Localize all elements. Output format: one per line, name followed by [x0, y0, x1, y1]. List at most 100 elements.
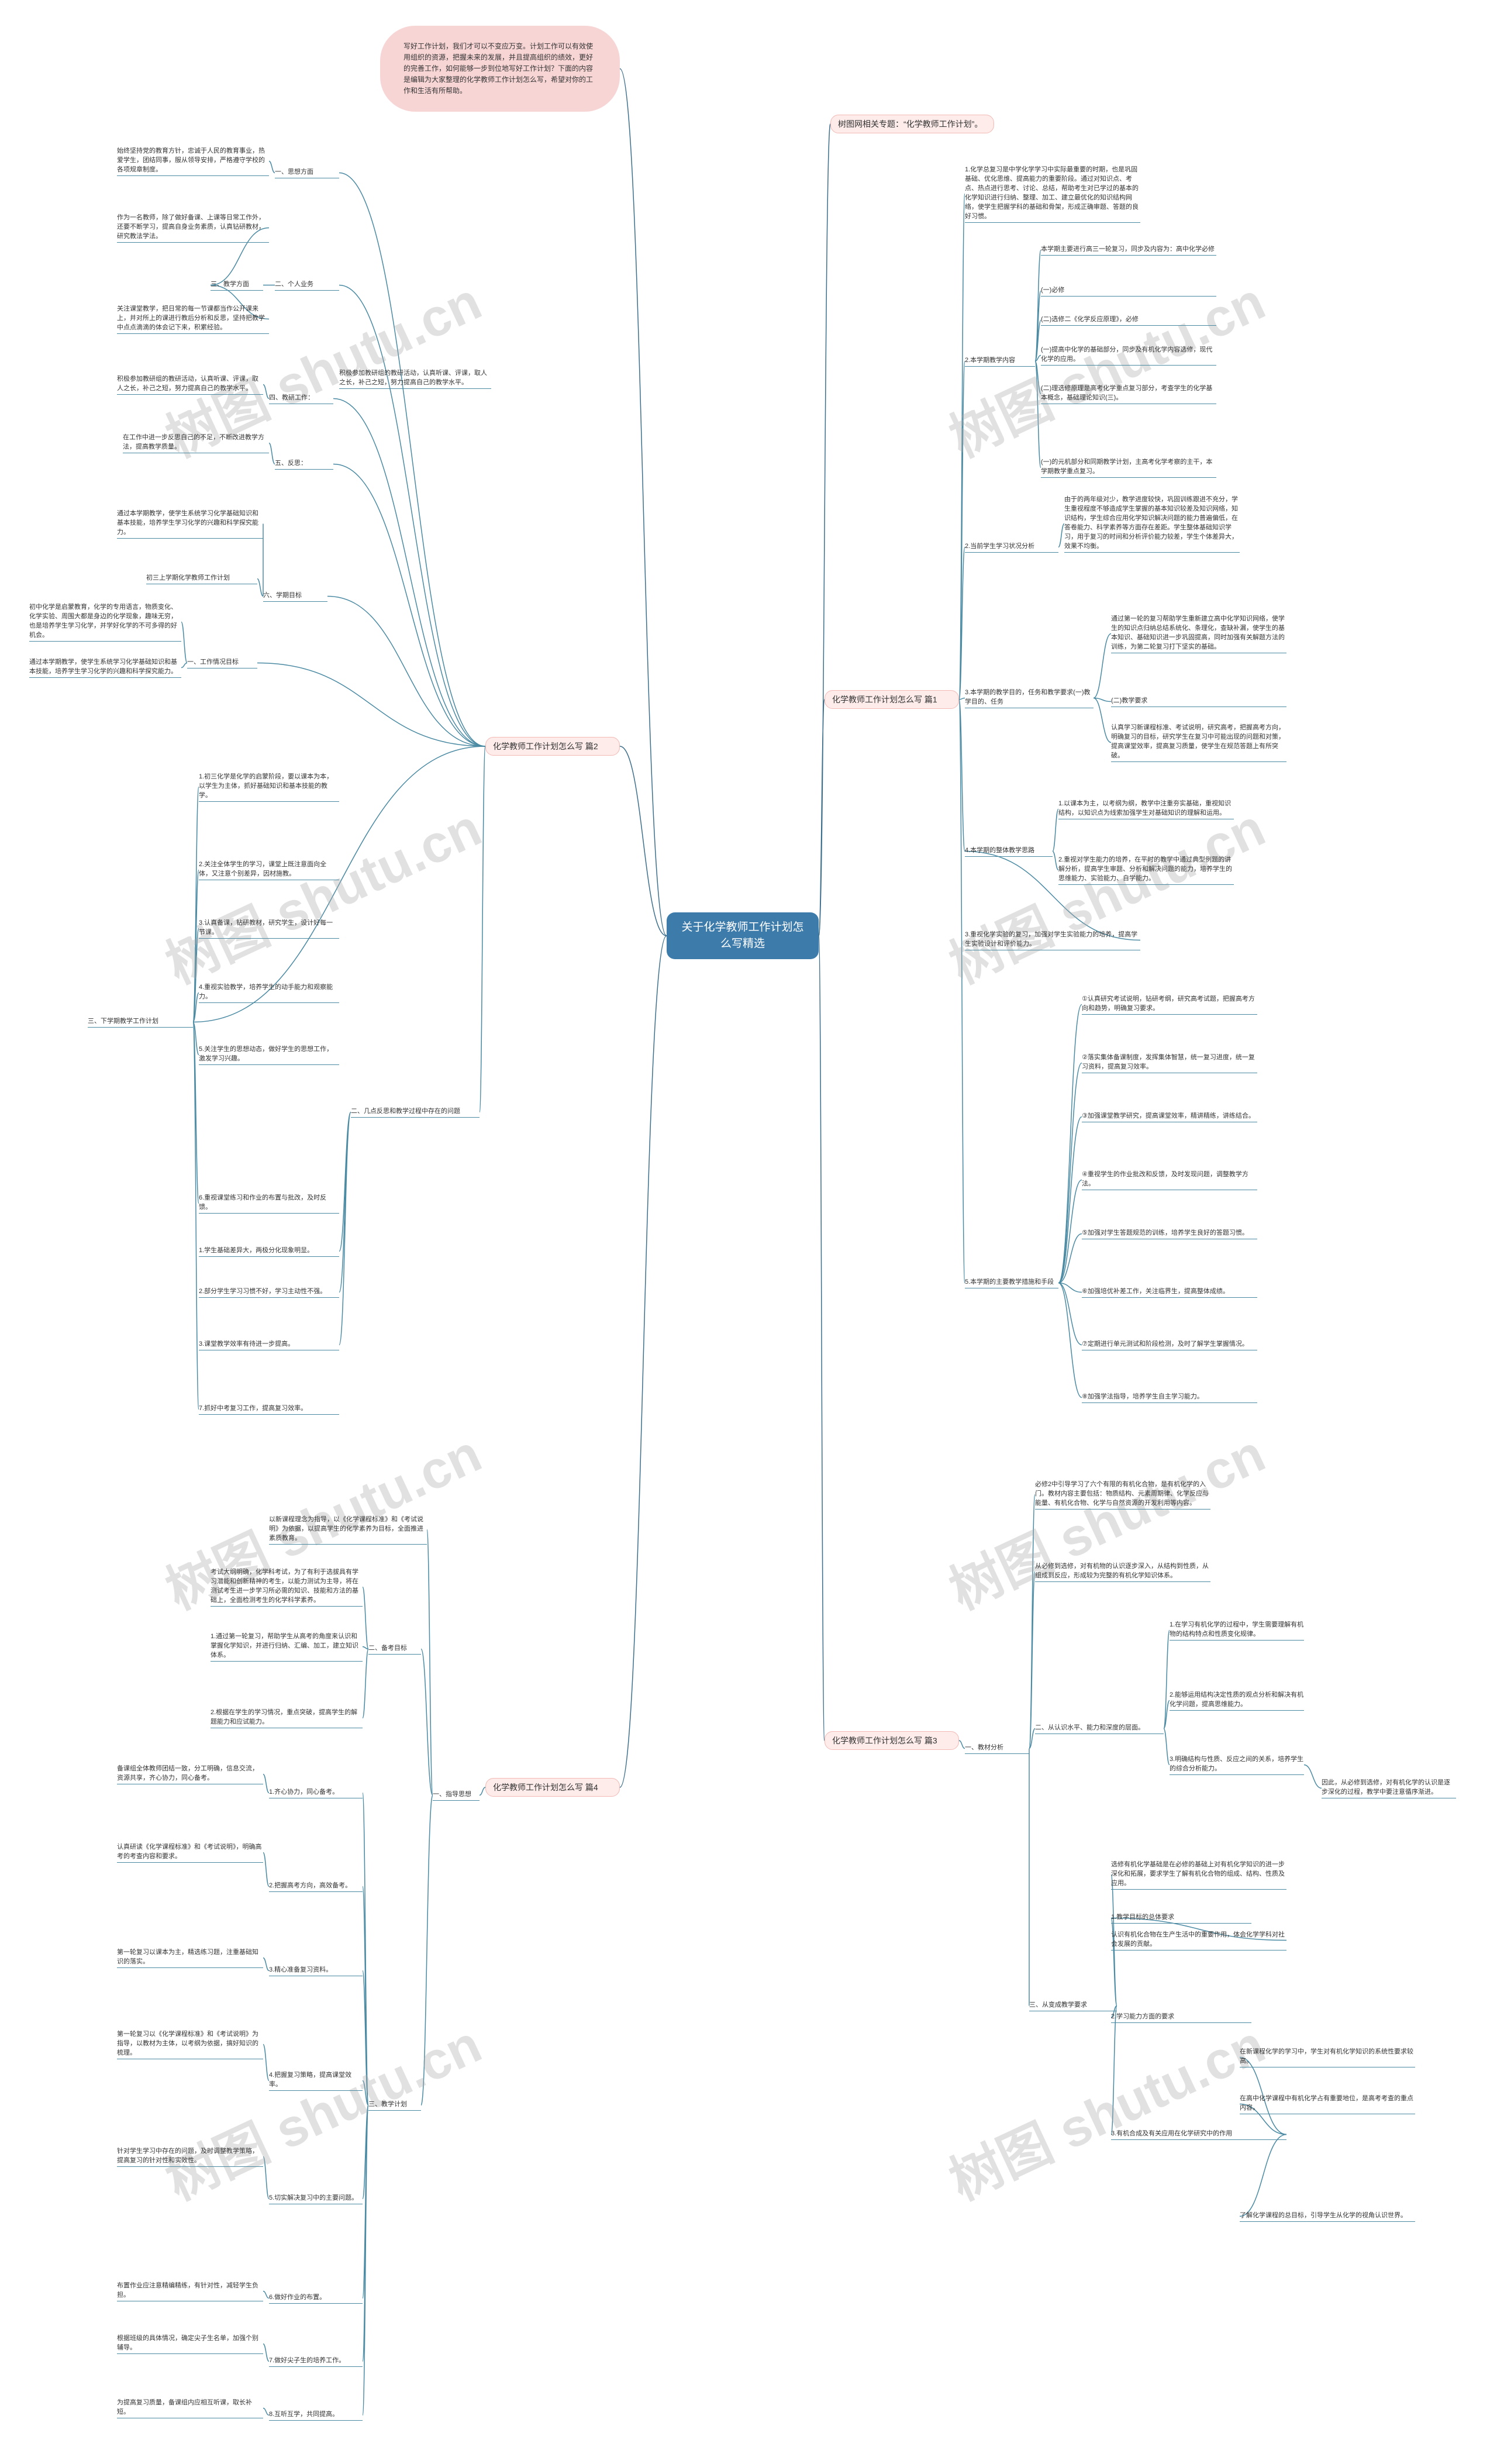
- t3-detail-item: 在高中化学课程中有机化学占有重要地位，是高考考查的重点内容。: [1240, 2094, 1415, 2114]
- connector: [958, 699, 965, 1284]
- connector: [1029, 1728, 1036, 1749]
- connector: [362, 1792, 369, 2106]
- t2-goal-label: 六、学期目标: [263, 591, 327, 602]
- connector: [958, 546, 965, 700]
- connector: [181, 662, 188, 668]
- topic-1[interactable]: 化学教师工作计划怎么写 篇1: [825, 690, 959, 709]
- topic-2[interactable]: 化学教师工作计划怎么写 篇2: [485, 737, 620, 756]
- t1-approach-item: 3.重视化学实验的复习，加强对学生实验能力的培养，提高学生实验设计和评价能力。: [965, 930, 1140, 950]
- topic-4[interactable]: 化学教师工作计划怎么写 篇4: [485, 1778, 620, 1797]
- t4-plan-text: 针对学生学习中存在的问题，及时调整教学策略，提高复习的针对性和实效性。: [117, 2146, 263, 2167]
- connector: [1058, 1282, 1082, 1346]
- t2-issues-item: 2.部分学生学习习惯不好，学习主动性不强。: [199, 1287, 339, 1298]
- t3-material-label: 一、教材分析: [965, 1743, 1029, 1754]
- t2-teaching-text: 关注课堂教学，把日常的每一节课都当作公开课来上，并对所上的课进行教后分析和反思，…: [117, 304, 269, 334]
- connector: [1239, 2103, 1287, 2135]
- connector: [1110, 1917, 1117, 2007]
- t4-target-item: 2.根据在学生的学习情况，重点突破，提高学生的解题能力和应试能力。: [211, 1708, 363, 1728]
- t4-guide-label: 一、指导思想: [433, 1790, 480, 1801]
- connector: [192, 928, 199, 1023]
- connector: [192, 1021, 199, 1410]
- t2-status-text: 初中化学是启蒙教育，化学的专用语言，物质变化、化学实验、周围大都是身边的化学现象…: [29, 602, 181, 642]
- t2-nextterm-item: 5.关注学生的思想动态，做好学生的思想工作，激发学习兴趣。: [199, 1045, 339, 1065]
- t1-approach-label: 4.本学期的整体教学思路: [965, 846, 1053, 857]
- connector: [619, 746, 667, 936]
- connector: [1058, 1233, 1082, 1284]
- t4-plan-text: 第一轮复习以课本为主，精选练习题，注重基础知识的落实。: [117, 1948, 263, 1968]
- connector: [1110, 2005, 1117, 2135]
- t3-req-text-2: 认识有机化合物在生产生活中的重要作用，体会化学学科对社会发展的贡献。: [1111, 1930, 1286, 1950]
- connector: [479, 1787, 486, 1796]
- t1-goals-label: 3.本学期的教学目的，任务和教学要求(一)教学目的、任务: [965, 688, 1094, 708]
- connector: [263, 2156, 270, 2200]
- t2-nextterm-label: 三、下学期教学工作计划: [88, 1016, 193, 1028]
- connector: [339, 172, 486, 747]
- t4-plan-text: 布置作业应注意精编精练，有针对性，减轻学生负担。: [117, 2281, 263, 2301]
- connector: [1034, 360, 1041, 468]
- t2-personal-text: 作为一名教师，除了做好备课、上课等日常工作外，还要不断学习，提高自身业务素质，认…: [117, 213, 269, 243]
- connector: [1239, 2056, 1287, 2135]
- connector: [192, 1021, 199, 1204]
- t1-overview: 1.化学总复习是中学化学学习中实际最重要的时期，也是巩固基础、优化思维、提高能力…: [965, 165, 1140, 223]
- connector: [362, 2104, 369, 2416]
- connector: [192, 746, 486, 1023]
- connector: [420, 1794, 433, 2106]
- connector: [333, 463, 486, 747]
- topic-3[interactable]: 化学教师工作计划怎么写 篇3: [825, 1731, 959, 1750]
- connector: [1029, 1494, 1036, 1749]
- t1-measure-item: ⑧加强学法指导，培养学生自主学习能力。: [1082, 1392, 1257, 1403]
- t1-content-item: (一)的元机部分和同期教学计划，主高考化学考察的主干，本学期教学重点复习。: [1041, 457, 1216, 478]
- t3-level-item: 1.在学习有机化学的过程中，学生需要理解有机物的结构特点和性质变化规律。: [1170, 1620, 1304, 1641]
- connector: [619, 68, 667, 936]
- t2-status-text-2: 通过本学期教学，使学生系统学习化学基础知识和基本技能，培养学生学习化学的兴趣和科…: [29, 657, 181, 678]
- connector: [619, 935, 667, 1788]
- t2-reflection-text: 在工作中进一步反思自己的不足，不断改进教学方法，提高教学质量。: [123, 433, 269, 453]
- connector: [1163, 1629, 1170, 1729]
- connector: [1058, 1179, 1082, 1284]
- connector: [268, 442, 275, 465]
- connector: [362, 2080, 369, 2106]
- connector: [426, 1529, 433, 1796]
- connector: [257, 662, 486, 747]
- connector: [964, 850, 1141, 941]
- connector: [1239, 2134, 1287, 2217]
- t2-nextterm-item: 7.抓好中考复习工作，提高复习效率。: [199, 1404, 339, 1415]
- t2-research-label: 四、教研工作：: [269, 393, 333, 404]
- t4-plan-item: 1.齐心协力，同心备考。: [269, 1787, 363, 1798]
- t4-plan-text: 第一轮复习以《化学课程标准》和《考试说明》为指导，以教材为主体，以考纲为依据，搞…: [117, 2029, 263, 2059]
- t4-plan-label: 三、教学计划: [368, 2100, 421, 2111]
- t1-content-item: (二)选修二《化学反应原理》，必修: [1041, 315, 1216, 326]
- connector: [181, 621, 188, 664]
- t1-content-label: 2.本学期教学内容: [965, 356, 1035, 367]
- connector: [1058, 1116, 1082, 1284]
- connector: [362, 1648, 369, 1719]
- t1-content-item: (一)必修: [1041, 285, 1216, 297]
- t2-research-text-2: 积极参加教研组的教研活动，认真听课、评课，取人之长，补己之短，努力提高自己的教学…: [117, 374, 263, 395]
- connector: [1034, 319, 1041, 362]
- t1-content-item: (二)理选修原理是高考化学重点复习部分，考查学生的化学基本概念，基础理论知识(三…: [1041, 384, 1216, 404]
- related-topic[interactable]: 树图网相关专题：“化学教师工作计划”。: [830, 115, 994, 133]
- t4-plan-item: 2.把握高考方向，高效备考。: [269, 1881, 363, 1892]
- connector: [333, 398, 486, 747]
- connector: [263, 1773, 270, 1794]
- connector: [1303, 1764, 1322, 1789]
- connector: [210, 227, 270, 286]
- t2-issues-label: 二、几点反思和教学过程中存在的问题: [351, 1107, 480, 1118]
- connector: [1052, 808, 1059, 852]
- connector: [192, 992, 199, 1023]
- connector: [339, 1111, 351, 1293]
- connector: [1034, 354, 1041, 362]
- t1-measure-item: ③加强课堂教学研究，提高课堂效率，精讲精练，讲练结合。: [1082, 1111, 1257, 1122]
- t1-approach-item: 2.重视对学生能力的培养，在平时的教学中通过典型例题的讲解分析，提高学生审题、分…: [1058, 855, 1234, 885]
- t3-level-side: 因此，从必修到选修，对有机化学的认识是逐步深化的过程，教学中要注意循序渐进。: [1322, 1778, 1456, 1798]
- root-node[interactable]: 关于化学教师工作计划怎么写精选: [667, 912, 819, 959]
- intro-bubble: 写好工作计划，我们才可以不变应万变。计划工作可以有效使用组织的资源，把握未来的发…: [380, 26, 620, 112]
- t1-goals-item: (二)教学要求: [1111, 696, 1286, 707]
- t1-measures-label: 5.本学期的主要教学措施和手段: [965, 1277, 1058, 1288]
- t4-plan-item: 3.精心准备复习资料。: [269, 1965, 363, 1976]
- t4-plan-item: 6.做好作业的布置。: [269, 2293, 363, 2304]
- connector: [958, 697, 965, 700]
- t3-detail-item: 了解化学课程的总目标，引导学生从化学的视角认识世界。: [1240, 2211, 1415, 2222]
- t3-req-label: 三、从变成教学要求: [1029, 2000, 1117, 2011]
- t2-goal-item: 初三上学期化学教师工作计划: [146, 573, 257, 584]
